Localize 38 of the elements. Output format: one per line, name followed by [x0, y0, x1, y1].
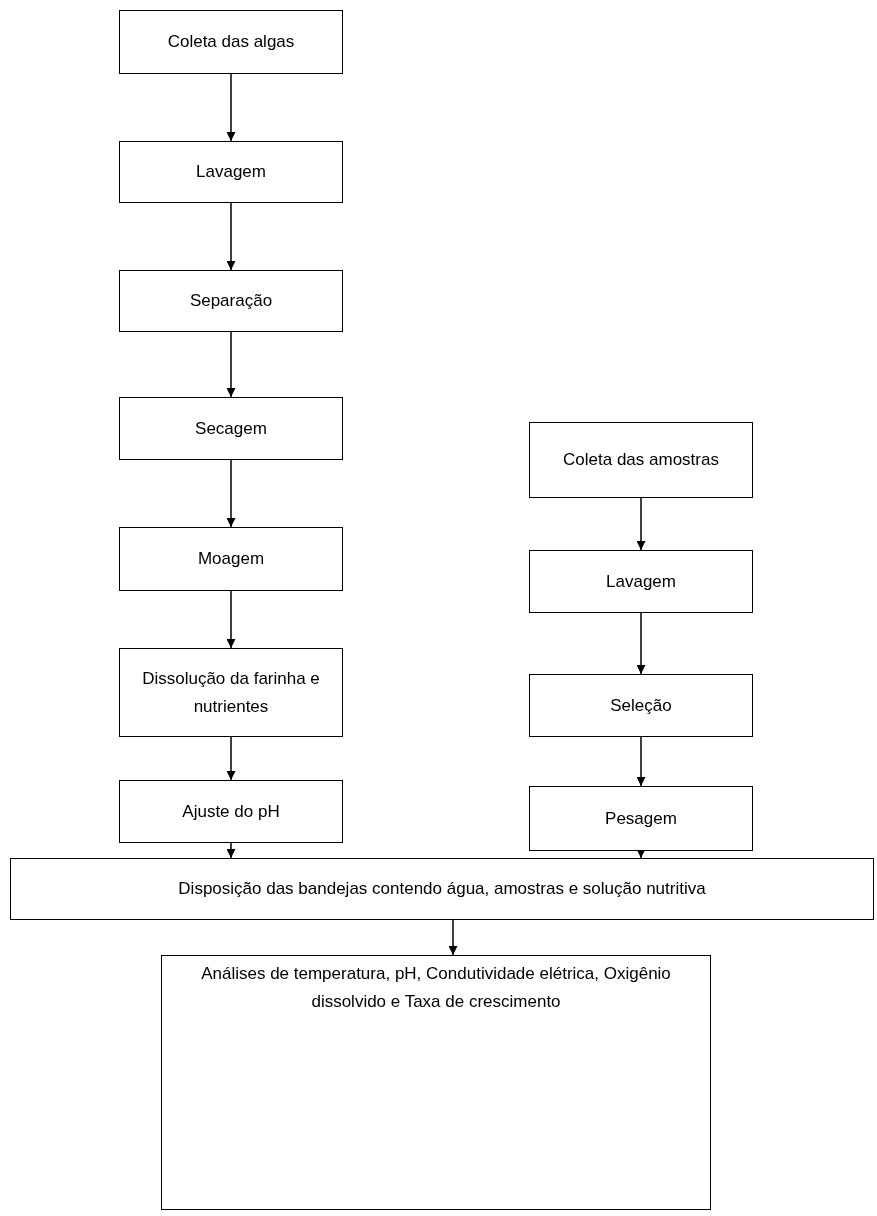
process-box — [119, 780, 343, 843]
box-label: Lavagem — [196, 161, 266, 183]
process-box — [529, 550, 753, 613]
arrow — [226, 459, 236, 528]
process-box — [161, 955, 711, 1210]
arrow — [448, 919, 458, 956]
arrow — [636, 497, 646, 551]
box-label: Dissolução da farinha e nutrientes — [141, 667, 321, 718]
process-box — [119, 648, 343, 737]
box-label: Secagem — [195, 417, 267, 440]
arrow — [226, 331, 236, 398]
process-box — [529, 674, 753, 737]
box-label: Seleção — [610, 694, 672, 717]
process-box — [119, 10, 343, 74]
arrow — [226, 202, 236, 271]
arrow — [636, 612, 646, 675]
process-box — [119, 397, 343, 460]
box-label: Coleta das amostras — [563, 449, 719, 471]
arrow — [226, 842, 236, 859]
arrow — [226, 73, 236, 142]
arrow — [226, 736, 236, 781]
box-label: Análises de temperatura, pH, Condutividade elétrica, Oxigênio dissolvido e Taxa de crescimento — [200, 963, 672, 1013]
process-box — [119, 270, 343, 332]
arrow — [636, 736, 646, 787]
box-label: Disposição das bandejas contendo água, amostras e solução nutritiva — [178, 878, 706, 900]
box-label: Pesagem — [605, 807, 677, 830]
process-box — [119, 141, 343, 203]
box-label: Moagem — [197, 548, 265, 570]
process-box — [529, 786, 753, 851]
box-label: Separação — [189, 290, 273, 312]
arrow — [226, 590, 236, 649]
box-label: Ajuste do pH — [182, 800, 280, 823]
box-label: Coleta das algas — [167, 31, 295, 53]
arrow — [636, 849, 646, 859]
process-box — [529, 422, 753, 498]
box-label: Lavagem — [606, 570, 676, 593]
process-box — [10, 858, 874, 920]
process-box — [119, 527, 343, 591]
